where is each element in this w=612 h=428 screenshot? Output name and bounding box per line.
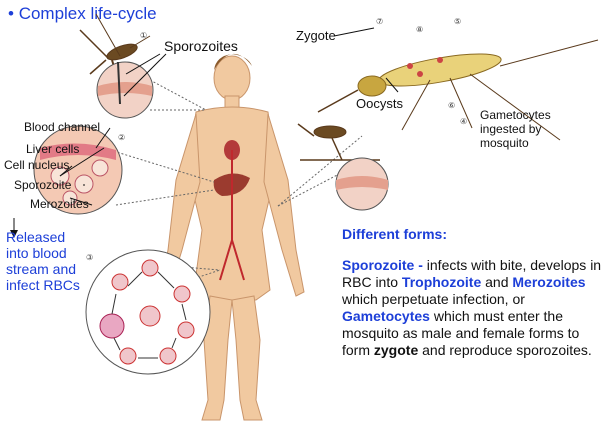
info-text: and reproduce sporozoites. bbox=[418, 342, 592, 358]
label-zygote: Zygote bbox=[296, 28, 336, 43]
blood-cells-circle bbox=[86, 250, 210, 374]
skin-section-circle bbox=[97, 62, 153, 118]
info-text: and bbox=[481, 274, 512, 290]
label-gametocytes: Gametocytes ingested by mosquito bbox=[480, 108, 580, 150]
term-trophozoite: Trophozoite bbox=[402, 274, 481, 290]
term-merozoites: Merozoites bbox=[512, 274, 585, 290]
label-cell-nucleus: Cell nucleus bbox=[4, 158, 69, 172]
label-released: Released into blood stream and infect RB… bbox=[6, 229, 88, 293]
label-merozoites: Merozoites bbox=[30, 197, 89, 211]
label-oocysts: Oocysts bbox=[356, 96, 403, 111]
step-number: ⑤ bbox=[454, 17, 461, 26]
step-number: ⑦ bbox=[376, 17, 383, 26]
label-blood-channel: Blood channel bbox=[24, 120, 100, 134]
label-sporozoite: Sporozoite bbox=[14, 178, 71, 192]
label-sporozoites: Sporozoites bbox=[164, 38, 238, 54]
step-number: ⑧ bbox=[416, 25, 423, 34]
skin-section-circle-right bbox=[336, 158, 388, 210]
term-zygote: zygote bbox=[374, 342, 418, 358]
mosquito-feeding-icon bbox=[298, 124, 380, 160]
label-liver-cells: Liver cells bbox=[26, 142, 79, 156]
step-number: ② bbox=[118, 133, 125, 142]
info-text: which perpetuate infection, or bbox=[342, 291, 525, 307]
term-sporozoite: Sporozoite - bbox=[342, 257, 423, 273]
info-body: Sporozoite - infects with bite, develops… bbox=[342, 257, 604, 359]
step-number: ⑥ bbox=[448, 101, 455, 110]
term-gametocytes: Gametocytes bbox=[342, 308, 430, 324]
step-number: ① bbox=[140, 31, 147, 40]
step-number: ④ bbox=[460, 117, 467, 126]
info-heading: Different forms: bbox=[342, 226, 604, 243]
info-panel: Different forms: Sporozoite - infects wi… bbox=[342, 226, 604, 359]
